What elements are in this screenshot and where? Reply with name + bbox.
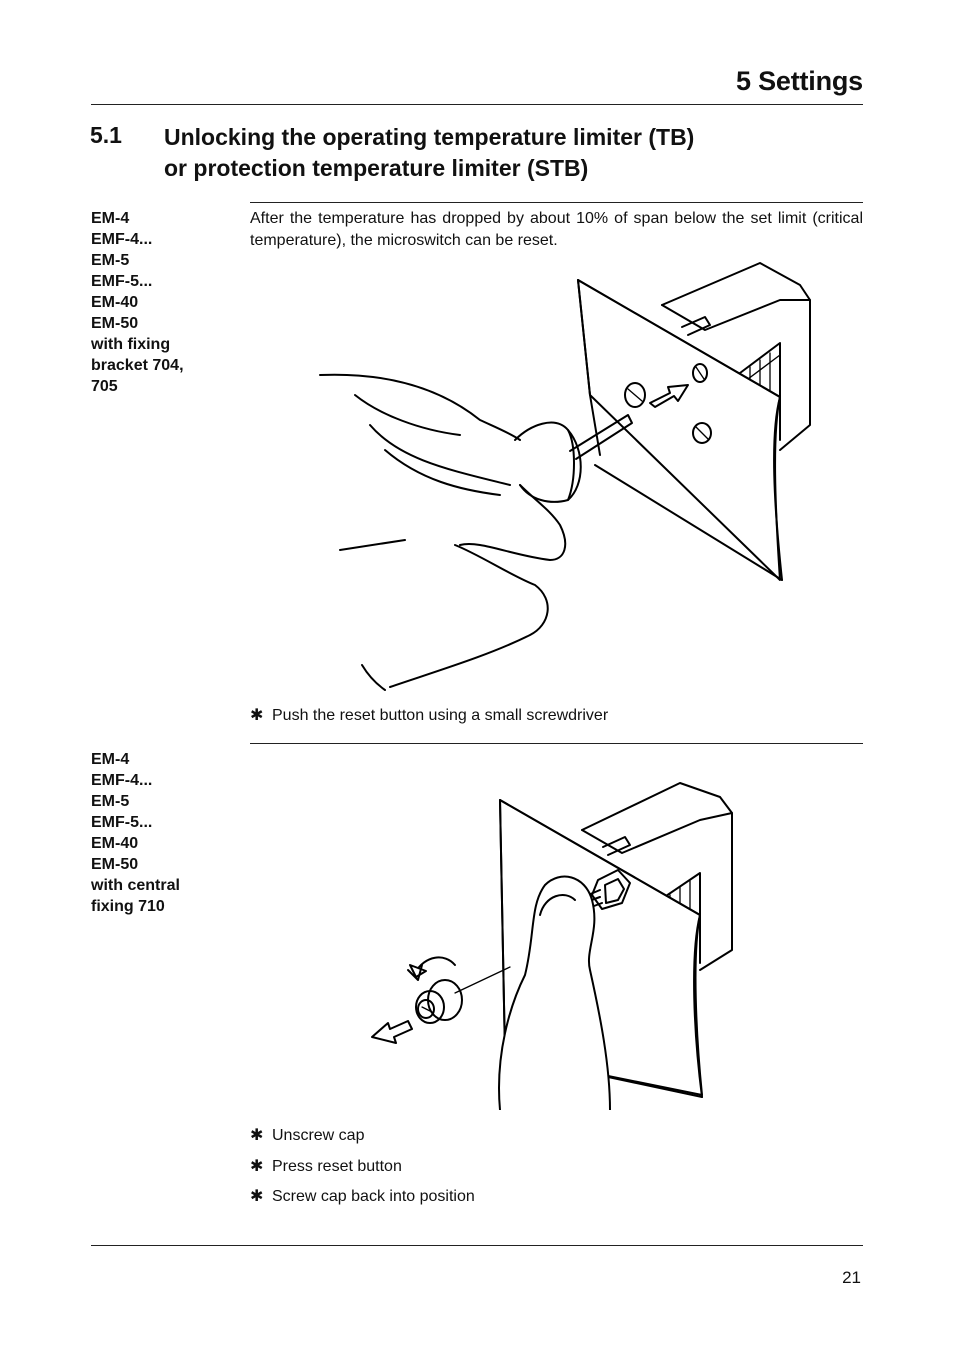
step-item: ✱ Push the reset button using a small scr… bbox=[250, 706, 608, 726]
model-item: EM-5 bbox=[91, 793, 130, 810]
model-item: EMF-4... bbox=[91, 231, 153, 248]
step-text: Screw cap back into position bbox=[272, 1188, 475, 1205]
step-text: Unscrew cap bbox=[272, 1127, 365, 1144]
section-rule bbox=[250, 202, 863, 203]
step-item: ✱ Screw cap back into position bbox=[250, 1187, 475, 1207]
section-number: 5.1 bbox=[90, 122, 122, 148]
model-item: EM-4 bbox=[91, 210, 130, 227]
model-item: EM-5 bbox=[91, 252, 130, 269]
section-title-line1: Unlocking the operating temperature limi… bbox=[164, 124, 695, 150]
illustration-screwdriver-reset bbox=[319, 262, 811, 691]
model-item: EMF-5... bbox=[91, 273, 153, 290]
bullet-star-icon: ✱ bbox=[250, 707, 264, 724]
step-item: ✱ Unscrew cap bbox=[250, 1126, 364, 1146]
page-number: 21 bbox=[842, 1268, 861, 1287]
model-item: EM-40 bbox=[91, 835, 139, 852]
model-item: with central bbox=[91, 877, 180, 894]
model-item: EM-4 bbox=[91, 751, 130, 768]
bullet-star-icon: ✱ bbox=[250, 1188, 264, 1205]
footer-rule bbox=[91, 1245, 863, 1246]
block-rule bbox=[250, 743, 863, 744]
bullet-star-icon: ✱ bbox=[250, 1158, 264, 1175]
step-text: Push the reset button using a small scre… bbox=[272, 707, 609, 724]
model-item: fixing 710 bbox=[91, 898, 165, 915]
model-item: EM-50 bbox=[91, 856, 139, 873]
illustration-unscrew-cap bbox=[371, 782, 733, 1110]
section-title-line2: or protection temperature limiter (STB) bbox=[164, 155, 589, 181]
model-item: bracket 704, bbox=[91, 357, 184, 374]
model-item: with fixing bbox=[91, 336, 171, 353]
header-rule bbox=[91, 104, 863, 105]
section-title: Unlocking the operating temperature limi… bbox=[164, 122, 804, 184]
bullet-star-icon: ✱ bbox=[250, 1127, 264, 1144]
intro-paragraph: After the temperature has dropped by abo… bbox=[250, 210, 863, 249]
model-item: EMF-4... bbox=[91, 772, 153, 789]
model-item: 705 bbox=[91, 378, 118, 395]
step-item: ✱ Press reset button bbox=[250, 1157, 402, 1177]
chapter-title: 5 Settings bbox=[735, 66, 863, 96]
model-list-fixing-bracket: EM-4 EMF-4... EM-5 EMF-5... EM-40 EM-50 … bbox=[91, 208, 221, 397]
model-list-central-fixing: EM-4 EMF-4... EM-5 EMF-5... EM-40 EM-50 … bbox=[91, 749, 221, 917]
model-item: EM-40 bbox=[91, 294, 139, 311]
model-item: EM-50 bbox=[91, 315, 139, 332]
model-item: EMF-5... bbox=[91, 814, 153, 831]
step-text: Press reset button bbox=[272, 1158, 402, 1175]
